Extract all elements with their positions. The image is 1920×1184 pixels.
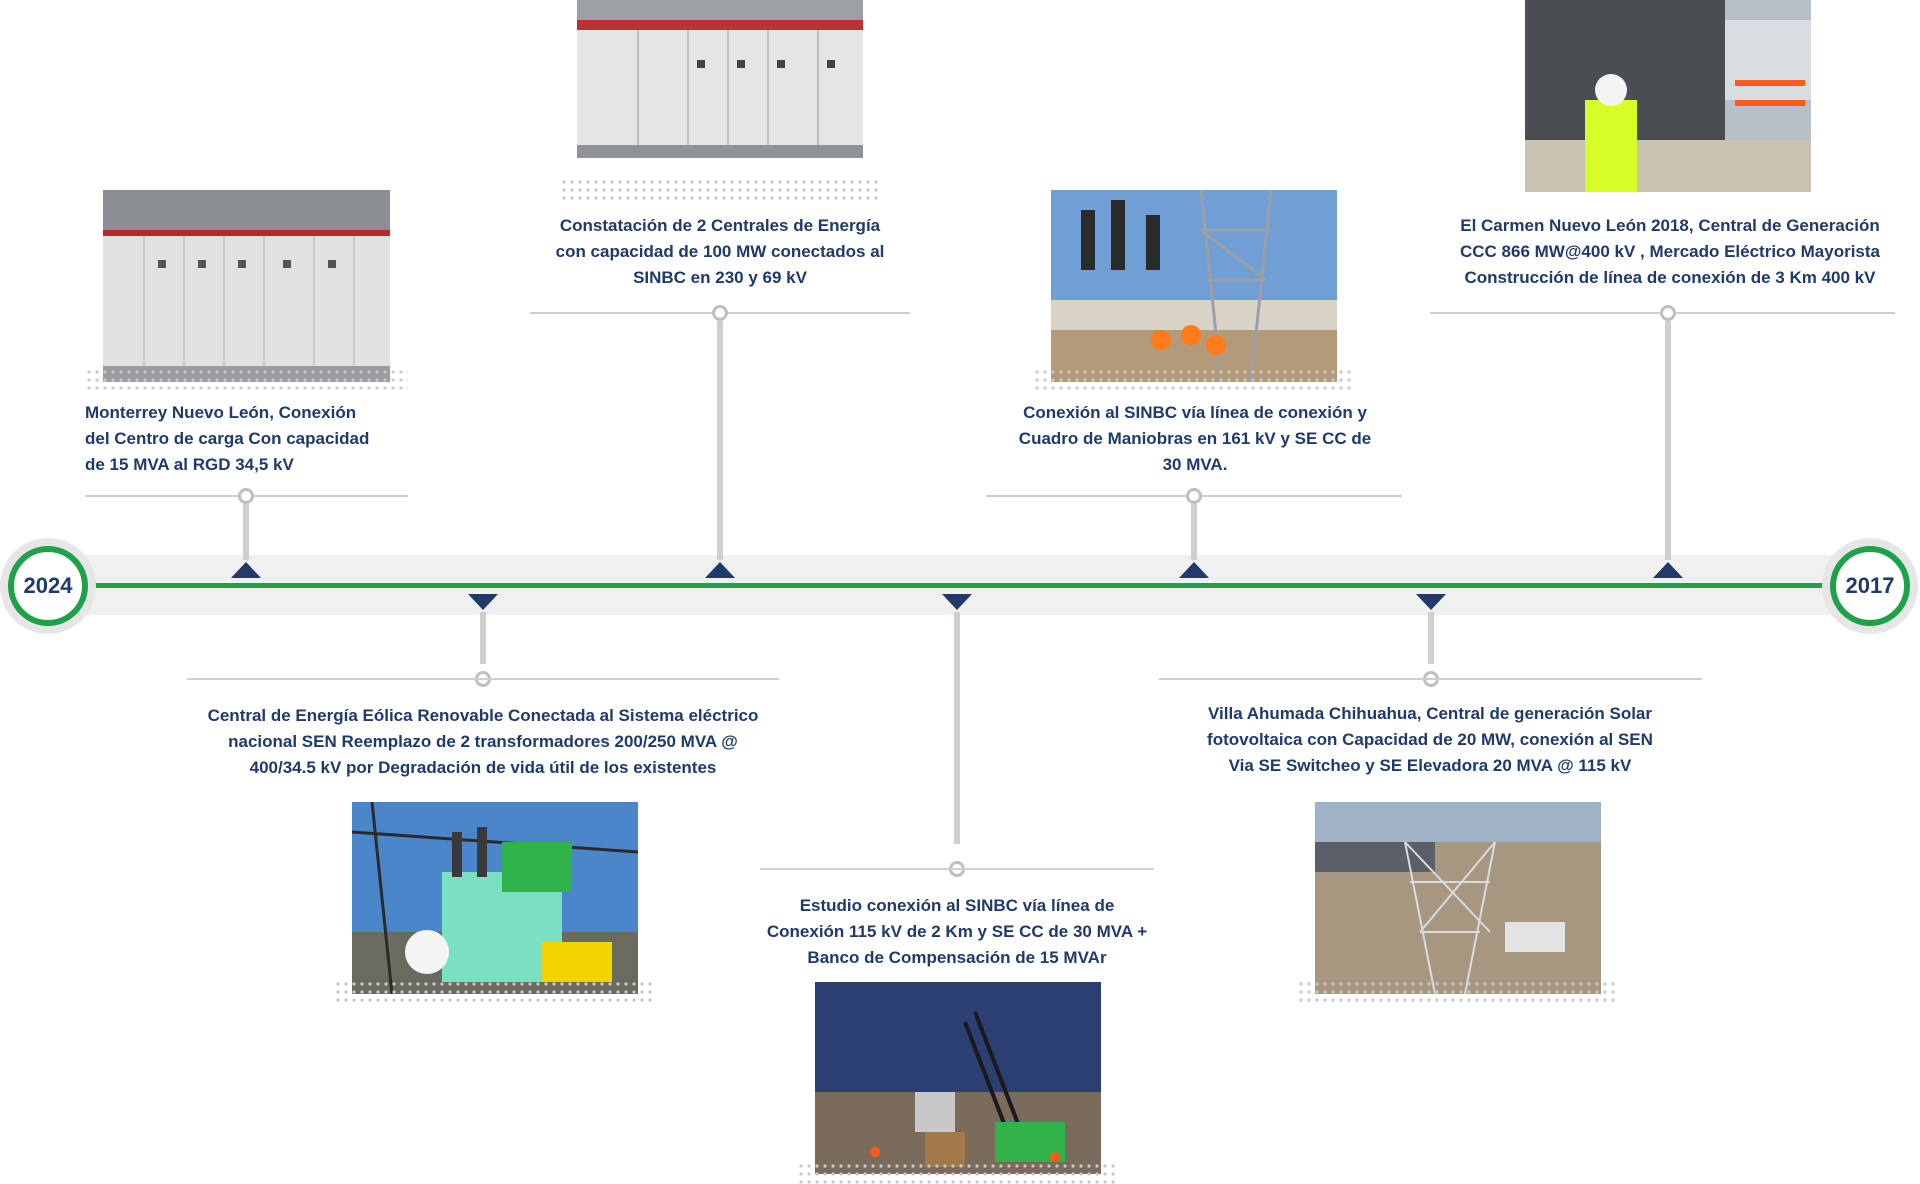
milestone-3-marker [705,562,735,578]
milestone-5-connector [1191,504,1197,560]
milestone-2-photo [352,802,638,994]
year-start-badge: 2024 [0,538,96,634]
photo-shadow-dots [797,1162,1119,1184]
photo-shadow-dots [334,980,656,1002]
switchgear-icon [577,0,863,158]
milestone-3-connector [717,321,723,560]
milestone-2-caption: Central de Energía Eólica Renovable Cone… [207,706,759,777]
milestone-7-marker [1653,562,1683,578]
milestone-7-caption: El Carmen Nuevo León 2018, Central de Ge… [1459,216,1880,287]
milestone-1-caption: Monterrey Nuevo León, Conexión del Centr… [85,403,370,474]
milestone-7-photo [1525,0,1811,192]
milestone-4-marker [942,594,972,610]
substation-icon [1051,190,1337,382]
year-end-badge: 2017 [1822,538,1918,634]
photo-shadow-dots [1033,368,1355,390]
milestone-4-photo [815,982,1101,1174]
milestone-6-connector [1428,612,1434,664]
milestone-4-caption: Estudio conexión al SINBC vía línea de C… [766,896,1148,967]
milestone-2-underline [187,678,779,680]
crane-icon [815,982,1101,1174]
milestone-7-connector [1665,321,1671,560]
milestone-6-underline [1159,678,1702,680]
milestone-3-photo [577,0,863,158]
milestone-1-node [238,488,254,504]
milestone-6-caption: Villa Ahumada Chihuahua, Central de gene… [1207,704,1653,775]
photo-shadow-dots [1297,980,1619,1002]
milestone-1-marker [231,562,261,578]
milestone-2-marker [468,594,498,610]
milestone-5-marker [1179,562,1209,578]
milestone-6-marker [1416,594,1446,610]
transformer-icon [352,802,638,994]
switchgear-icon [103,190,390,382]
milestone-1-photo [103,190,390,382]
milestone-5-node [1186,488,1202,504]
worker-icon [1525,0,1811,192]
photo-shadow-dots [85,368,408,390]
milestone-4-connector [954,612,960,844]
milestone-6-photo [1315,802,1601,994]
milestone-3-caption: Constatación de 2 Centrales de Energía c… [555,216,885,287]
milestone-1-connector [243,504,249,560]
timeline-line [90,583,1830,588]
milestone-4-underline [760,868,1154,870]
solar-substation-icon [1315,802,1601,994]
year-start-label: 2024 [23,573,73,598]
milestone-7-node [1660,305,1676,321]
milestone-5-caption: Conexión al SINBC vía línea de conexión … [1018,403,1372,474]
milestone-2-connector [480,612,486,664]
milestone-5-photo [1051,190,1337,382]
milestone-3-node [712,305,728,321]
year-end-label: 2017 [1845,573,1895,598]
photo-shadow-dots [560,178,880,200]
